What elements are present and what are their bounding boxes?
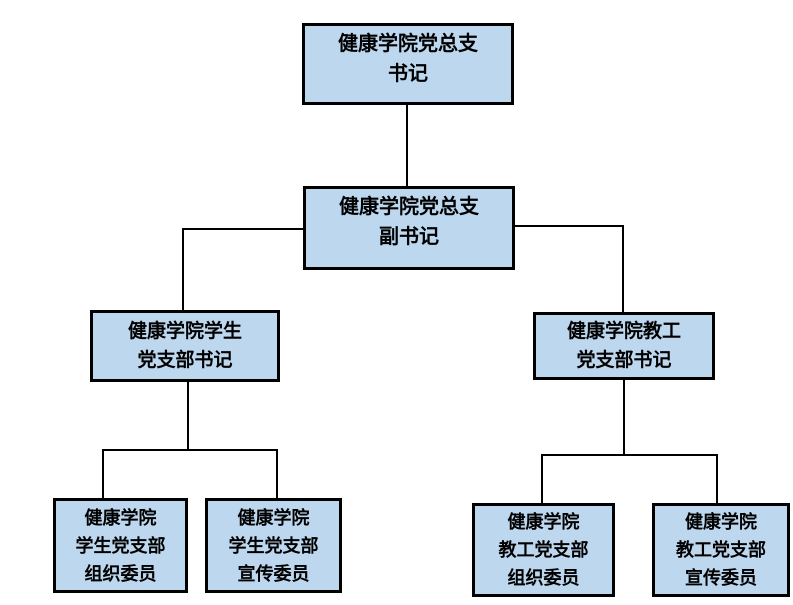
node-staff-branch-secretary: 健康学院教工 党支部书记 [533, 312, 715, 380]
node-label-line: 健康学院党总支 [338, 33, 478, 55]
node-student-branch-publicity-member: 健康学院 学生党支部 宣传委员 [205, 498, 342, 593]
node-label-line: 教工党支部 [498, 540, 589, 560]
node-label-line: 宣传委员 [237, 563, 310, 584]
connector-student-branch-to-members [102, 449, 278, 499]
node-label-line: 学生党支部 [228, 535, 319, 556]
node-label-line: 书记 [388, 63, 428, 85]
node-general-branch-secretary: 健康学院党总支 书记 [302, 23, 514, 105]
node-staff-branch-organization-member: 健康学院 教工党支部 组织委员 [472, 503, 615, 597]
node-student-branch-secretary: 健康学院学生 党支部书记 [90, 310, 280, 382]
node-label-line: 宣传委员 [685, 568, 757, 588]
node-general-branch-deputy-secretary: 健康学院党总支 副书记 [303, 186, 515, 270]
connector-deputy-to-staff-branch [514, 225, 624, 313]
node-label-line: 学生党支部 [75, 535, 166, 556]
node-label-line: 党支部书记 [576, 350, 672, 371]
node-label-line: 健康学院 [84, 507, 157, 528]
node-label-line: 健康学院教工 [566, 321, 681, 342]
connector-deputy-to-student-branch [182, 228, 304, 311]
node-label-line: 健康学院 [685, 512, 757, 532]
connector-staff-branch-to-members [541, 454, 718, 504]
node-label-line: 组织委员 [84, 563, 157, 584]
node-label-line: 党支部书记 [137, 350, 233, 371]
node-label-line: 健康学院 [507, 512, 580, 532]
node-label-line: 组织委员 [507, 568, 580, 588]
node-label-line: 健康学院党总支 [339, 196, 479, 218]
node-staff-branch-publicity-member: 健康学院 教工党支部 宣传委员 [652, 503, 790, 597]
node-label-line: 教工党支部 [676, 540, 766, 560]
node-label-line: 健康学院 [237, 507, 310, 528]
node-label-line: 健康学院学生 [127, 321, 242, 342]
node-label-line: 副书记 [379, 226, 439, 248]
node-student-branch-organization-member: 健康学院 学生党支部 组织委员 [53, 498, 188, 593]
